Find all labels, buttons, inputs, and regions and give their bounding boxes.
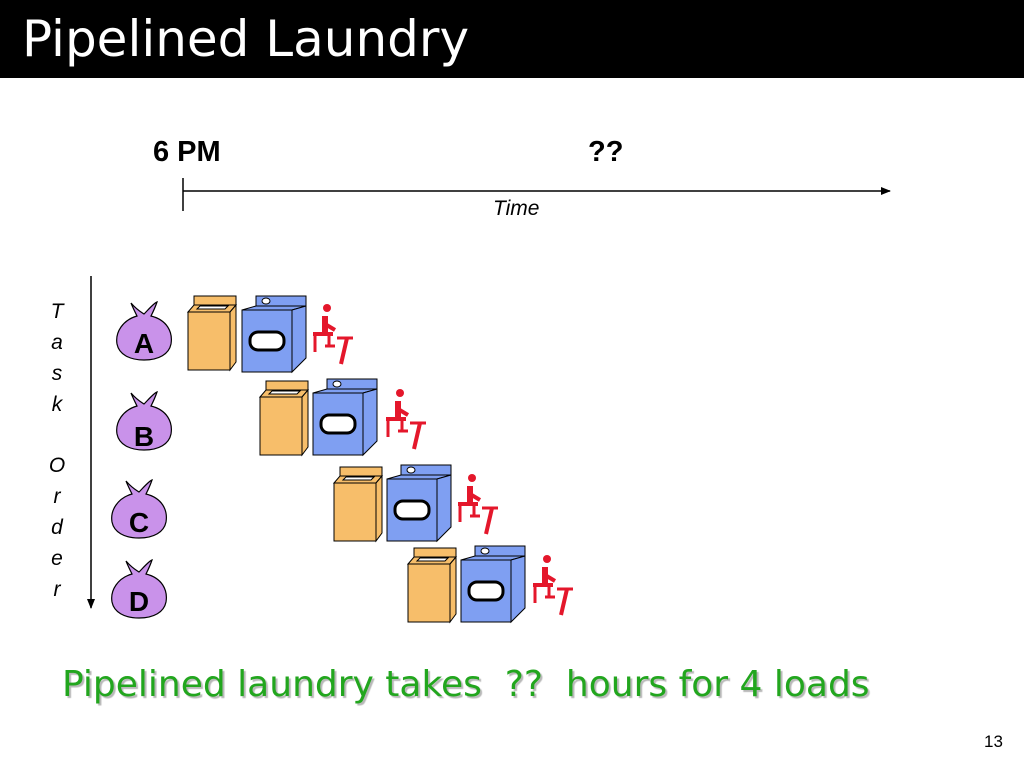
time-end-label: ?? <box>588 136 624 168</box>
summary-text: Pipelined laundry takes ?? hours for 4 l… <box>62 664 870 705</box>
task-row-c <box>111 463 498 543</box>
task-label-c: C <box>129 507 149 538</box>
title-bar: Pipelined Laundry <box>0 0 1024 78</box>
task-order-letter: O <box>48 454 66 477</box>
dryer-icon <box>240 294 308 374</box>
task-row-d <box>111 544 573 624</box>
folder-person-icon <box>313 304 353 364</box>
task-label-d: D <box>129 586 149 617</box>
time-start-label: 6 PM <box>153 136 221 168</box>
task-order-letter: d <box>51 516 63 539</box>
task-label-b: B <box>134 421 154 452</box>
washer-icon <box>407 547 457 623</box>
dryer-icon <box>459 544 527 624</box>
task-order-letter: r <box>53 485 61 508</box>
task-row-b <box>116 377 426 457</box>
washer-icon <box>187 295 237 371</box>
washer-icon <box>333 466 383 542</box>
dryer-icon <box>311 377 379 457</box>
folder-person-icon <box>386 389 426 449</box>
task-order-letter: a <box>51 331 63 354</box>
task-order-letter: r <box>53 578 61 601</box>
dryer-icon <box>385 463 453 543</box>
washer-icon <box>259 380 309 456</box>
page-number: 13 <box>984 732 1003 751</box>
task-label-a: A <box>134 328 154 359</box>
slide-title: Pipelined Laundry <box>22 10 470 68</box>
task-order-letter: e <box>51 547 63 570</box>
folder-person-icon <box>458 474 498 534</box>
task-order-letter: k <box>51 393 63 416</box>
folder-person-icon <box>533 555 573 615</box>
task-order-letter: s <box>51 362 63 385</box>
task-order-letter: T <box>50 300 64 323</box>
time-axis-label: Time <box>493 197 540 220</box>
